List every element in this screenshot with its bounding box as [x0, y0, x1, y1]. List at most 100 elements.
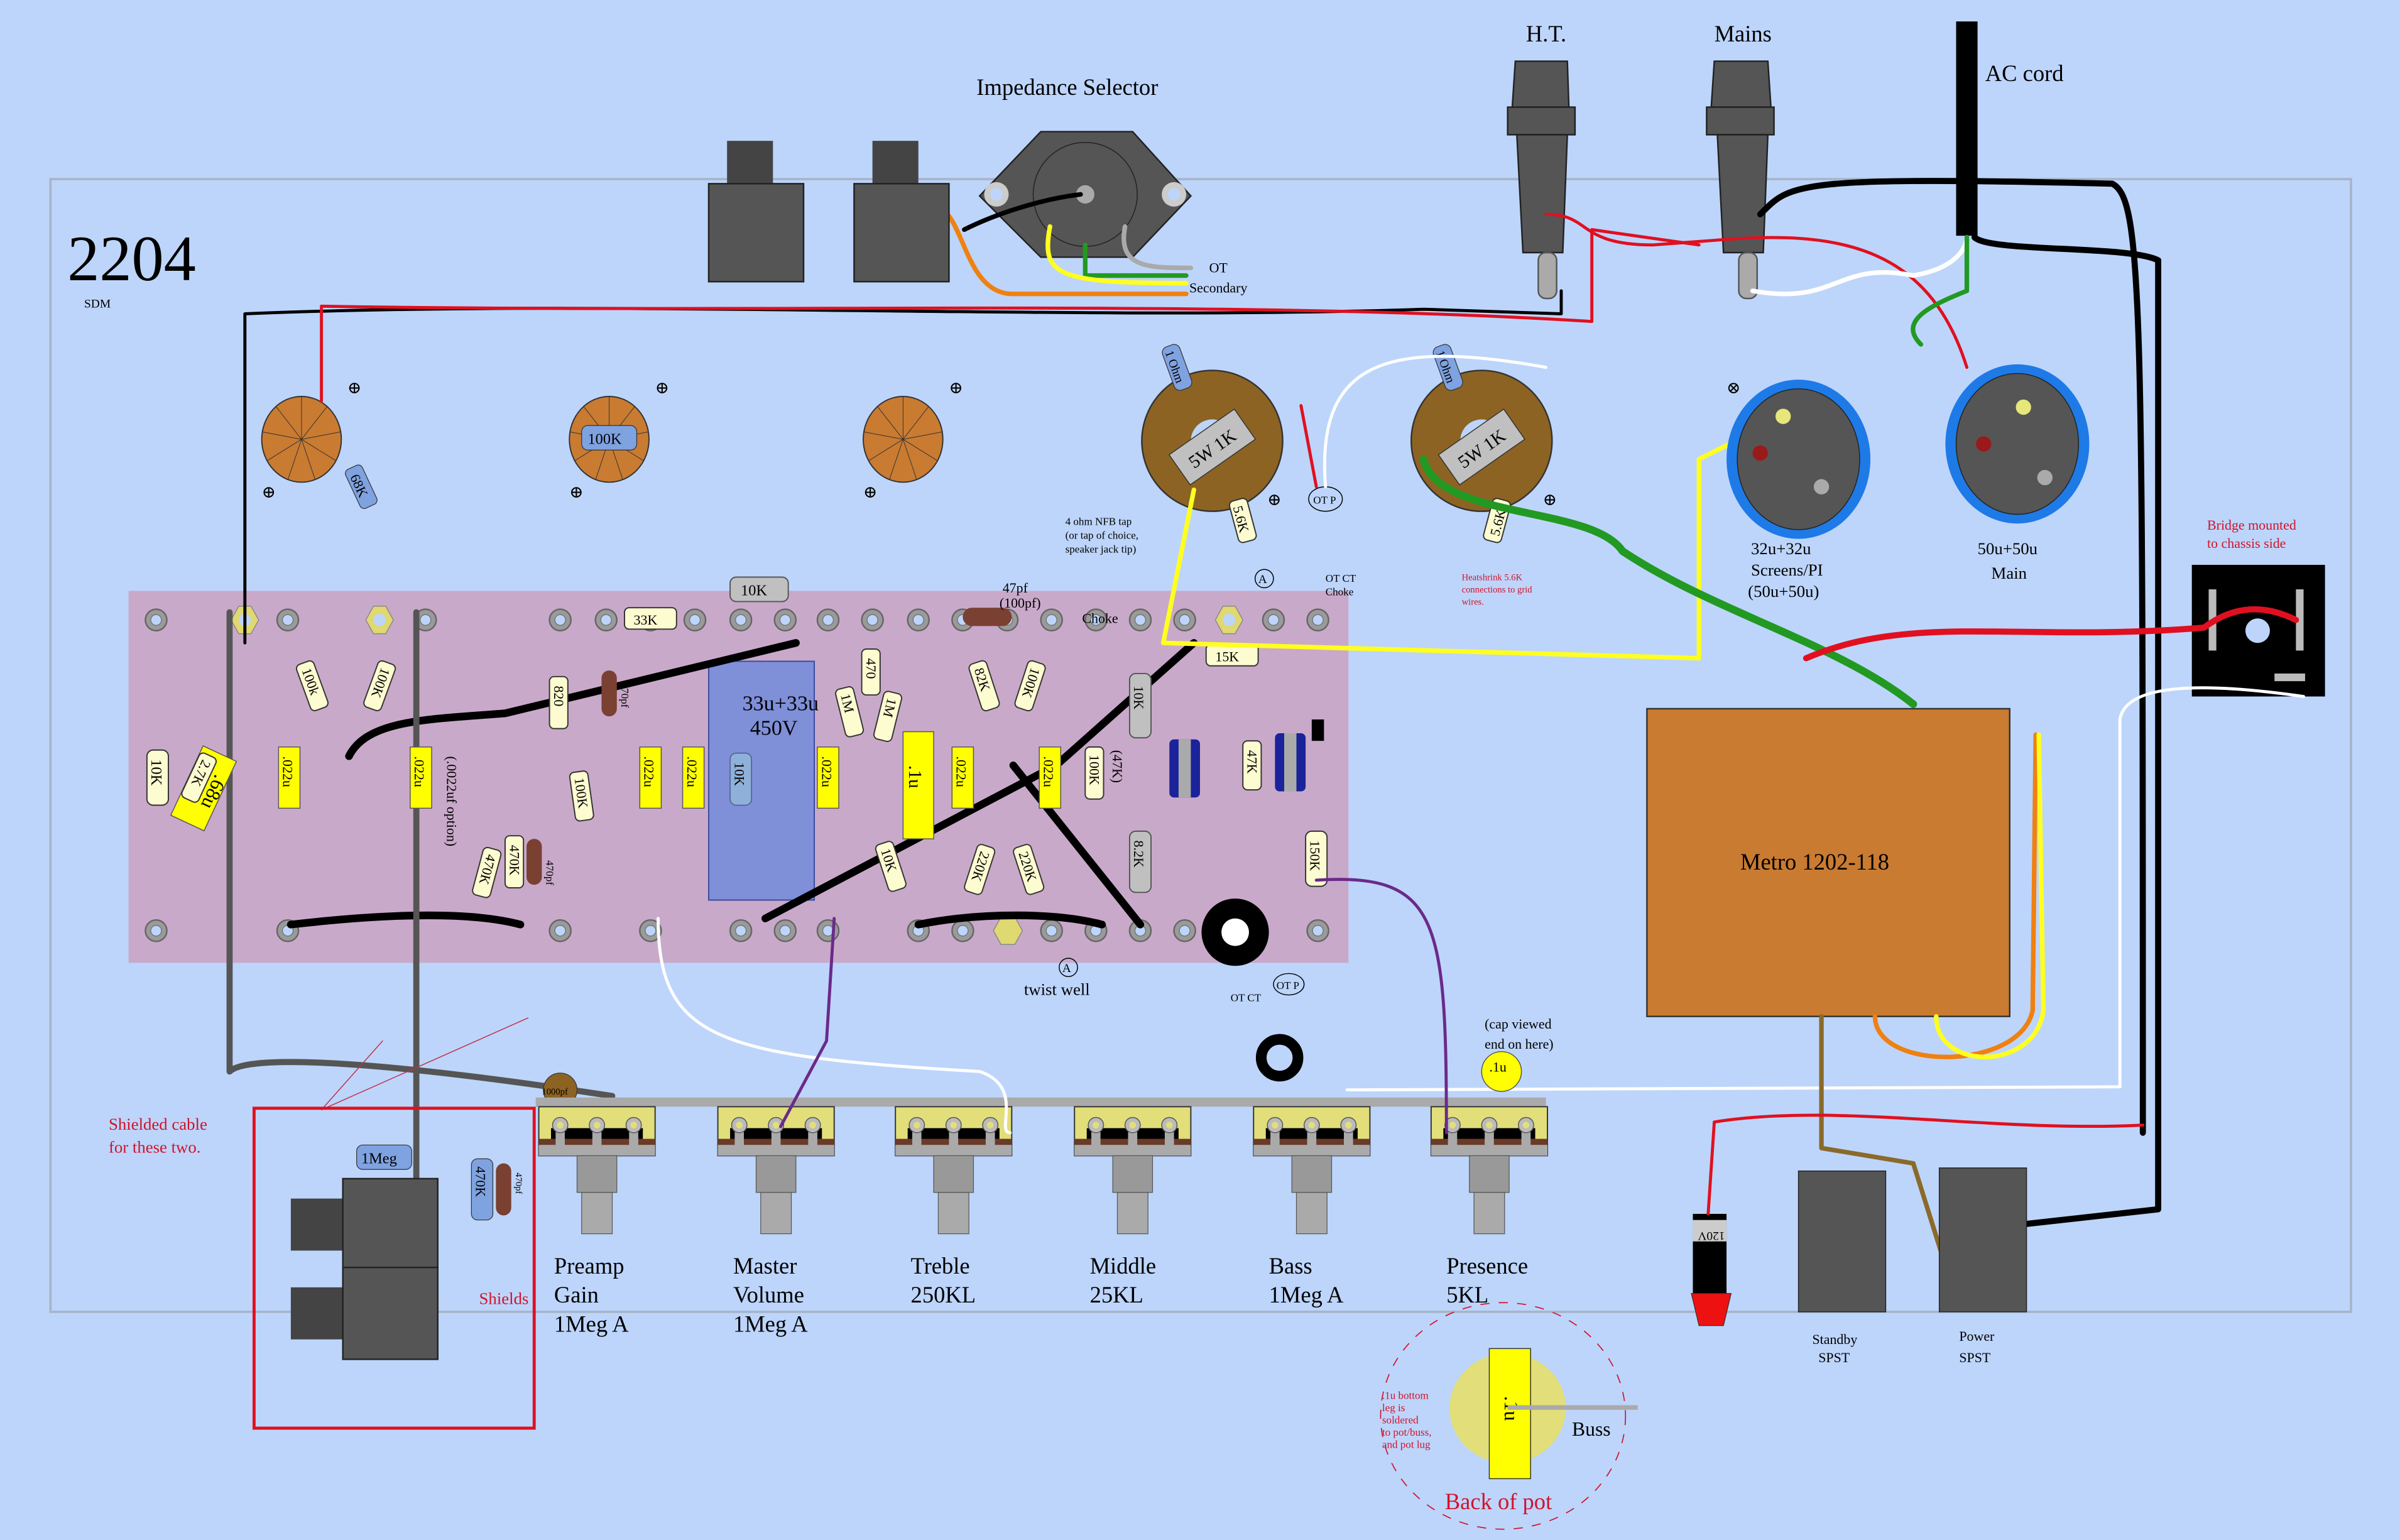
- svg-text:10K: 10K: [148, 759, 165, 785]
- board-component: 820: [548, 675, 569, 729]
- standby-switch[interactable]: [1797, 1170, 1887, 1313]
- socket-divider: [287, 439, 302, 480]
- power-tube-socket-v4: 5W 1K 1 Ohm 5.6K: [1141, 344, 1284, 543]
- eyelet-hole: [554, 614, 566, 626]
- filter-cap-main: [1945, 364, 2090, 524]
- ground-symbol: ⊕: [1267, 490, 1281, 509]
- wire-red: [1706, 1113, 2145, 1216]
- board-component: .022u: [639, 746, 662, 809]
- board-component: .022u: [682, 746, 705, 809]
- board-component: 33K: [624, 607, 677, 630]
- pot-label-line2: Gain: [554, 1282, 599, 1308]
- svg-text:.022u: .022u: [819, 756, 834, 787]
- pot-note-4: to pot/buss,: [1382, 1426, 1432, 1438]
- pot-label-line1: Preamp: [554, 1253, 625, 1279]
- wire-white: [657, 917, 1012, 1135]
- eyelet-hole: [734, 924, 747, 937]
- pot-shaft[interactable]: [1473, 1192, 1505, 1235]
- svg-text:47K: 47K: [1245, 750, 1260, 774]
- ground-symbol: ⊕: [949, 378, 963, 397]
- eyelet-hole: [1312, 924, 1324, 937]
- pot-lug-hole: [736, 1122, 743, 1128]
- board-component: 10K: [729, 752, 752, 806]
- pot-shaft[interactable]: [1116, 1192, 1148, 1235]
- input-resistor-470k-label: 470K: [473, 1166, 489, 1197]
- standby-label-1: Standby: [1812, 1331, 1857, 1347]
- eyelet-hole: [645, 924, 657, 937]
- mains-fuse-holder[interactable]: [1706, 60, 1775, 300]
- ac-cord[interactable]: [1956, 21, 1978, 236]
- heatshrink-note-1: Heatshrink 5.6K: [1462, 572, 1523, 582]
- nfb-note-1: 4 ohm NFB tap: [1066, 516, 1132, 528]
- presence-cap: [1481, 1051, 1522, 1092]
- pot-shaft[interactable]: [581, 1192, 613, 1235]
- bridge-rectifier: [2191, 564, 2325, 697]
- speaker-jack-1[interactable]: [707, 141, 805, 283]
- pilot-lamp: [1691, 1213, 1732, 1326]
- svg-text:.022u: .022u: [641, 756, 657, 787]
- mounting-nut-hole: [373, 613, 386, 626]
- svg-text:10K: 10K: [1131, 685, 1147, 709]
- eyelet-hole: [281, 614, 294, 626]
- power-label-2: SPST: [1959, 1350, 1991, 1365]
- pot-shaft[interactable]: [937, 1192, 969, 1235]
- socket-divider: [863, 431, 903, 440]
- node-a-label-2: A: [1062, 962, 1071, 975]
- pot-base: [538, 1145, 655, 1156]
- pot-lug-hole: [1165, 1122, 1173, 1128]
- input-jack-2[interactable]: [290, 1266, 439, 1360]
- impedance-selector[interactable]: [978, 131, 1192, 258]
- cap-viewed-note-1: (cap viewed: [1485, 1016, 1551, 1032]
- pot-shaft[interactable]: [760, 1192, 792, 1235]
- pot-note-1: .1u bottom: [1382, 1390, 1429, 1402]
- mains-fuse-label: Mains: [1715, 21, 1772, 46]
- eyelet-hole: [822, 614, 834, 626]
- pot-base: [717, 1145, 834, 1156]
- preamp-tube-socket-v3: ⊕⊕: [863, 378, 963, 501]
- wire-black-mains: [1757, 178, 2146, 1136]
- pot-bushing: [1112, 1155, 1154, 1193]
- preamp-tube-socket-v1: ⊕⊕: [261, 378, 361, 501]
- socket-divider: [868, 439, 903, 461]
- shielded-cable-note-2: for these two.: [109, 1137, 201, 1156]
- filter-cap-1-line1: 32u+32u: [1751, 539, 1811, 558]
- svg-text:.022u: .022u: [684, 756, 700, 787]
- svg-text:470: 470: [863, 658, 879, 679]
- wire-red-b-plus: [320, 228, 1701, 403]
- pot-label-line1: Treble: [911, 1253, 970, 1279]
- svg-text:33K: 33K: [634, 612, 658, 628]
- power-transformer-label: Metro 1202-118: [1740, 849, 1889, 875]
- speaker-jack-2[interactable]: [853, 141, 950, 283]
- ht-fuse-holder[interactable]: [1507, 60, 1576, 300]
- wire-purple: [1314, 878, 1448, 1135]
- board-component: .022u: [817, 746, 839, 809]
- socket-divider: [301, 406, 328, 440]
- svg-text:.1u: .1u: [905, 765, 925, 789]
- board-component: 100K: [569, 770, 594, 822]
- power-switch[interactable]: [1938, 1167, 2027, 1313]
- pot-shaft[interactable]: [1295, 1192, 1328, 1235]
- board-component: [1169, 739, 1200, 798]
- board-filter-cap: [707, 660, 815, 901]
- board-component: 1M: [835, 686, 865, 738]
- pot-bushing: [933, 1155, 974, 1193]
- buss-wire: [1507, 1405, 1638, 1410]
- pot-note-2: leg is: [1382, 1402, 1405, 1414]
- svg-text:.022u: .022u: [280, 756, 296, 787]
- eyelet-hole: [689, 614, 701, 626]
- input-resistor-1meg: [356, 1144, 412, 1170]
- svg-text:10K: 10K: [731, 762, 747, 786]
- wire-black: [914, 911, 1106, 929]
- ot-p-label-2: OT P: [1277, 980, 1299, 991]
- input-jack-1[interactable]: [290, 1177, 439, 1272]
- svg-text:.022u: .022u: [954, 756, 969, 787]
- pot-label-line3: 1Meg A: [733, 1311, 808, 1337]
